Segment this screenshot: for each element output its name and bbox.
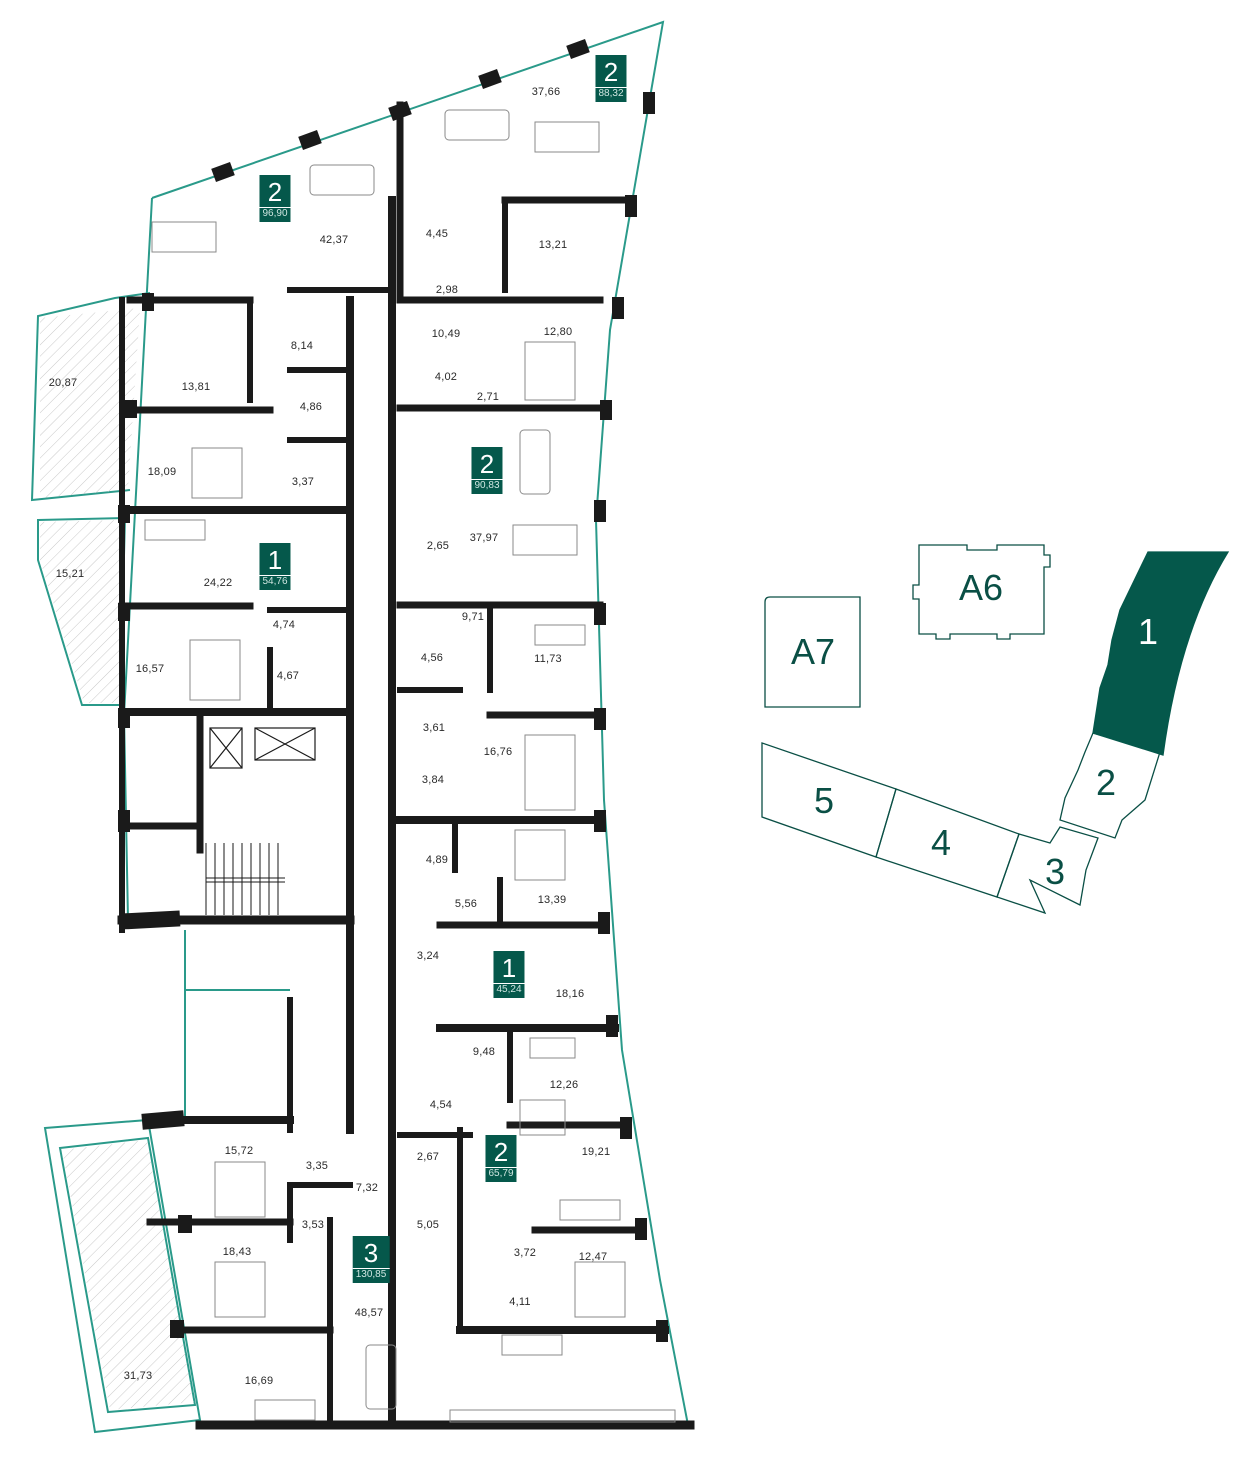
walls [117,101,695,1430]
room-area-label: 10,49 [431,328,461,340]
room-area-label: 20,87 [48,377,78,389]
room-area-label: 16,57 [135,663,165,675]
room-area-label: 2,71 [476,391,500,403]
total-area: 88,32 [595,87,627,102]
room-area-label: 3,24 [416,950,440,962]
room-area-label: 4,74 [272,619,296,631]
building-label-1[interactable]: 1 [1137,611,1159,652]
room-area-label: 3,53 [301,1219,325,1231]
building-3-outline [996,826,1099,915]
room-area-label: 3,84 [421,774,445,786]
room-area-label: 7,32 [355,1182,379,1194]
total-area: 130,85 [352,1268,390,1283]
room-count: 1 [501,953,517,983]
room-count: 3 [363,1238,379,1268]
room-area-label: 13,39 [537,894,567,906]
room-area-label: 2,67 [416,1151,440,1163]
apartment-badge[interactable]: 2 88,32 [595,55,627,102]
room-area-label: 3,35 [305,1160,329,1172]
room-area-label: 18,43 [222,1246,252,1258]
room-count: 2 [479,449,495,479]
building-label-a7[interactable]: A7 [790,631,836,672]
room-count: 2 [603,57,619,87]
columns [118,39,668,1342]
room-area-label: 12,80 [543,326,573,338]
room-area-label: 4,67 [276,670,300,682]
lift-shafts [209,727,316,769]
building-label-a6[interactable]: A6 [958,567,1004,608]
room-area-label: 4,45 [425,228,449,240]
room-area-label: 4,02 [434,371,458,383]
room-area-label: 19,21 [581,1146,611,1158]
key-plan [761,544,1230,915]
building-2-outline [1059,732,1161,839]
room-area-label: 3,72 [513,1247,537,1259]
total-area: 96,90 [259,207,291,222]
total-area: 90,83 [471,479,503,494]
room-area-label: 15,72 [224,1145,254,1157]
total-area: 45,24 [493,983,525,998]
room-area-label: 13,21 [538,239,568,251]
room-area-label: 12,26 [549,1079,579,1091]
apartment-badge[interactable]: 3 130,85 [352,1236,390,1283]
room-area-label: 18,09 [147,466,177,478]
room-area-label: 16,69 [244,1375,274,1387]
room-area-label: 5,05 [416,1219,440,1231]
room-area-label: 37,97 [469,532,499,544]
room-area-label: 18,16 [555,988,585,1000]
room-area-label: 48,57 [354,1307,384,1319]
building-a6-outline [912,544,1051,640]
furniture [144,109,676,1423]
room-area-label: 4,89 [425,854,449,866]
stairs [205,843,285,915]
room-area-label: 15,21 [55,568,85,580]
apartment-badge[interactable]: 2 96,90 [259,175,291,222]
room-area-label: 4,54 [429,1099,453,1111]
apartment-badge[interactable]: 2 90,83 [471,447,503,494]
building-a7-outline [764,596,861,708]
room-area-label: 3,37 [291,476,315,488]
apartment-badge[interactable]: 1 54,76 [259,543,291,590]
glazing-lines [30,20,689,1434]
room-area-label: 31,73 [123,1370,153,1382]
room-area-label: 24,22 [203,577,233,589]
room-area-label: 9,71 [461,611,485,623]
room-area-label: 13,81 [181,381,211,393]
room-count: 2 [493,1137,509,1167]
building-1-shape [1092,551,1230,756]
room-area-label: 9,48 [472,1046,496,1058]
building-label-4[interactable]: 4 [930,822,952,863]
building-label-3[interactable]: 3 [1044,851,1066,892]
room-area-label: 5,56 [454,898,478,910]
apartment-badge[interactable]: 2 65,79 [485,1135,517,1182]
room-area-label: 4,11 [509,1296,531,1308]
terraces [40,308,194,1410]
room-area-label: 4,86 [299,401,323,413]
room-area-label: 4,56 [420,652,444,664]
room-area-label: 42,37 [319,234,349,246]
room-area-label: 16,76 [483,746,513,758]
room-area-label: 37,66 [531,86,561,98]
total-area: 54,76 [259,575,291,590]
apartment-badge[interactable]: 1 45,24 [493,951,525,998]
building-label-2[interactable]: 2 [1095,762,1117,803]
room-area-label: 11,73 [534,653,562,665]
room-area-label: 12,47 [578,1251,608,1263]
total-area: 65,79 [485,1167,517,1182]
room-area-label: 2,65 [426,540,450,552]
room-area-label: 2,98 [435,284,459,296]
room-area-label: 3,61 [422,722,446,734]
building-label-5[interactable]: 5 [813,780,835,821]
room-count: 2 [267,177,283,207]
room-count: 1 [267,545,283,575]
room-area-label: 8,14 [290,340,314,352]
